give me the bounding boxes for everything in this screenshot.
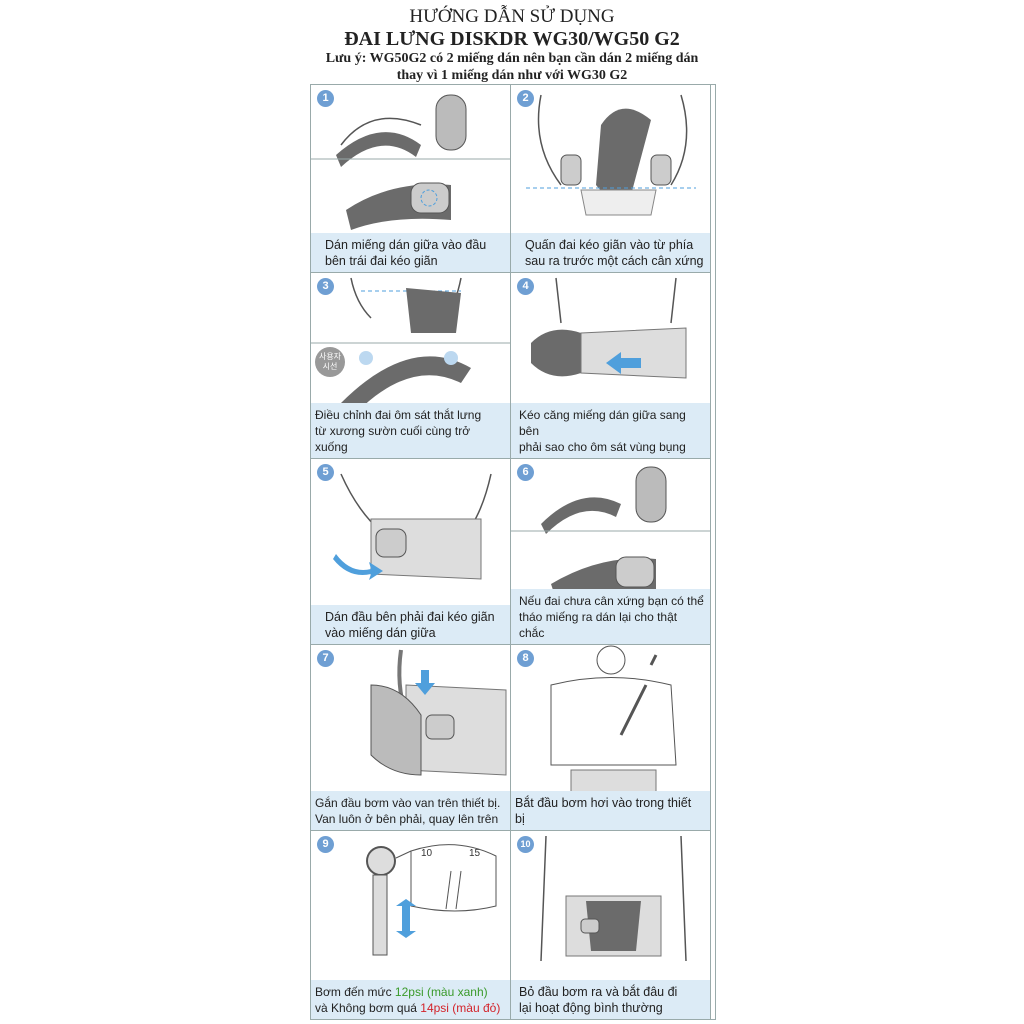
caption-line: Bơm đến mức 12psi (màu xanh) <box>315 984 504 1000</box>
caption-line: Nếu đai chưa cân xứng bạn có thể <box>519 594 704 608</box>
step-number: 1 <box>317 90 334 107</box>
step-10-illustration <box>540 835 687 962</box>
step-1-illustration <box>311 94 510 230</box>
caption-line: vào miếng dán giữa <box>325 626 436 640</box>
step-number: 8 <box>517 650 534 667</box>
step-5-caption: Dán đầu bên phải đai kéo giãn vào miếng … <box>311 605 510 644</box>
caption-line: Quấn đai kéo giãn vào từ phía <box>525 238 694 252</box>
caption-line: Bỏ đầu bơm ra và bắt đâu đi <box>519 985 678 999</box>
step-number: 3 <box>317 278 334 295</box>
caption-text: và Không bơm quá <box>315 1001 421 1015</box>
caption-line: Bắt đầu bơm hơi vào trong thiết <box>515 796 692 810</box>
caption-line: Dán miếng dán giữa vào đầu <box>325 238 487 252</box>
step-8-illustration <box>550 645 677 796</box>
step-number: 4 <box>517 278 534 295</box>
step-number: 7 <box>317 650 334 667</box>
caption-line: Dán đầu bên phải đai kéo giãn <box>325 610 495 624</box>
caption-line: Kéo căng miếng dán giữa sang bên <box>519 408 686 438</box>
note-line-1: Lưu ý: WG50G2 có 2 miếng dán nên bạn cần… <box>325 51 699 66</box>
viewpoint-badge: 사용자 시선 <box>315 347 345 377</box>
gauge-label-10: 10 <box>421 848 433 859</box>
caption-line: lại hoạt động bình thường <box>519 1001 663 1015</box>
step-number: 10 <box>517 836 534 853</box>
step-9-caption: Bơm đến mức 12psi (màu xanh) và Không bơ… <box>311 980 510 1019</box>
step-4-panel: 4 Kéo căng miếng dán giữa sang bên phải … <box>511 273 711 459</box>
caption-line: từ xương sườn cuối cùng trở xuống <box>315 424 471 454</box>
step-3-illustration <box>311 277 510 413</box>
guide-title: HƯỚNG DẪN SỬ DỤNG <box>409 6 615 27</box>
caption-line: Gắn đầu bơm vào van trên thiết bị. <box>315 796 501 810</box>
step-7-panel: 7 Gắn đầu bơm vào van trên thiết bị. Van… <box>311 645 511 831</box>
step-7-caption: Gắn đầu bơm vào van trên thiết bị. Van l… <box>311 791 510 830</box>
step-9-panel: 10 15 9 Bơm đến mức 12psi (màu xanh) và … <box>311 831 511 1019</box>
caption-text: Bơm đến mức <box>315 985 395 999</box>
caption-line: Điều chỉnh đai ôm sát thắt lưng <box>315 408 482 422</box>
red-level: 14psi (màu đỏ) <box>420 1001 501 1015</box>
step-2-illustration <box>526 94 696 216</box>
step-6-illustration <box>511 466 710 599</box>
step-3-panel: 3 사용자 시선 Điều chỉnh đai ôm sát thắt lưng… <box>311 273 511 459</box>
step-number: 2 <box>517 90 534 107</box>
caption-line: bị <box>515 812 525 826</box>
steps-grid: 1 Dán miếng dán giữa vào đầu bên trái đa… <box>310 84 716 1020</box>
step-10-caption: Bỏ đầu bơm ra và bắt đâu đi lại hoạt độn… <box>511 980 710 1019</box>
caption-line: phải sao cho ôm sát vùng bụng <box>519 440 686 454</box>
step-2-caption: Quấn đai kéo giãn vào từ phía sau ra trư… <box>511 233 710 272</box>
caption-line: và Không bơm quá 14psi (màu đỏ) <box>315 1000 504 1016</box>
product-title: ĐAI LƯNG DISKDR WG30/WG50 G2 <box>344 28 680 50</box>
caption-line: Van luôn ở bên phải, quay lên trên <box>315 812 499 826</box>
step-number: 6 <box>517 464 534 481</box>
caption-line: bên trái đai kéo giãn <box>325 254 438 268</box>
step-10-panel: 10 Bỏ đầu bơm ra và bắt đâu đi lại hoạt … <box>511 831 711 1019</box>
step-5-illustration <box>333 473 492 580</box>
step-7-illustration <box>370 649 507 776</box>
caption-line: tháo miếng ra dán lại cho thật chắc <box>519 610 678 640</box>
step-number: 5 <box>317 464 334 481</box>
step-9-illustration <box>366 844 497 956</box>
step-1-panel: 1 Dán miếng dán giữa vào đầu bên trái đa… <box>311 85 511 273</box>
step-8-caption: Bắt đầu bơm hơi vào trong thiết bị <box>511 791 710 830</box>
step-2-panel: 2 Quấn đai kéo giãn vào từ phía sau ra t… <box>511 85 711 273</box>
step-3-caption: Điều chỉnh đai ôm sát thắt lưng từ xương… <box>311 403 510 458</box>
step-number: 9 <box>317 836 334 853</box>
step-4-illustration <box>531 277 687 379</box>
note-line-2: thay vì 1 miếng dán như với WG30 G2 <box>396 68 628 83</box>
step-5-panel: 5 Dán đầu bên phải đai kéo giãn vào miến… <box>311 459 511 645</box>
step-4-caption: Kéo căng miếng dán giữa sang bên phải sa… <box>511 403 710 458</box>
gauge-label-15: 15 <box>469 848 481 859</box>
green-level: 12psi (màu xanh) <box>394 985 488 999</box>
caption-line: sau ra trước một cách cân xứng <box>525 254 704 268</box>
step-6-caption: Nếu đai chưa cân xứng bạn có thể tháo mi… <box>511 589 710 644</box>
step-6-panel: 6 Nếu đai chưa cân xứng bạn có thể tháo … <box>511 459 711 645</box>
step-8-panel: 8 Bắt đầu bơm hơi vào trong thiết bị <box>511 645 711 831</box>
step-1-caption: Dán miếng dán giữa vào đầu bên trái đai … <box>311 233 510 272</box>
note: Lưu ý: WG50G2 có 2 miếng dán nên bạn cần… <box>0 50 1024 84</box>
